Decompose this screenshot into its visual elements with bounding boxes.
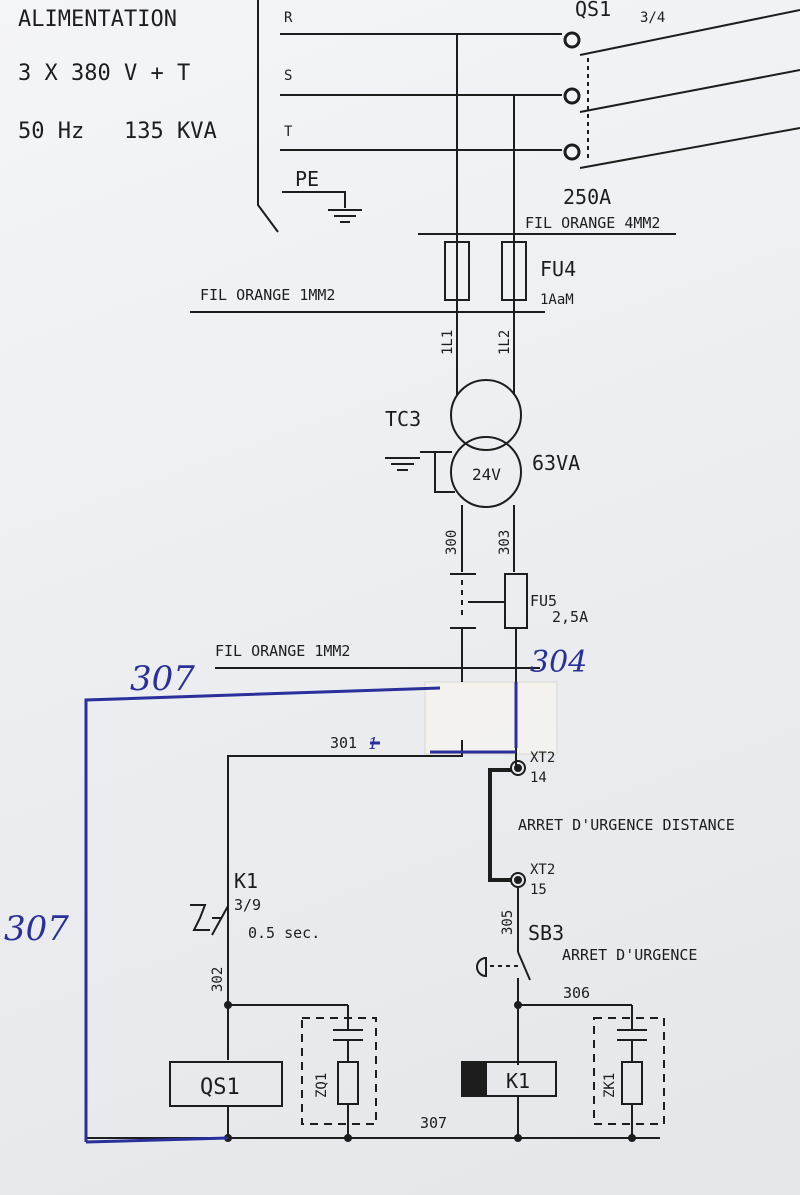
k1-coil-label: K1	[506, 1069, 530, 1093]
fu4-rating: 1AaM	[540, 292, 574, 308]
wire-1l1: 1L1	[440, 330, 456, 355]
qs1-blade-3	[579, 127, 800, 169]
zk1-resistor	[621, 1061, 643, 1105]
phase-t-label: T	[284, 124, 293, 140]
qs1-ref: QS1	[575, 0, 611, 21]
xt2-bot-ref: XT2	[530, 862, 555, 878]
supply-title: ALIMENTATION	[18, 7, 177, 32]
pen-1: 1	[368, 734, 378, 753]
zk1-label: ZK1	[602, 1073, 618, 1098]
k1-timer-ref: K1	[234, 869, 258, 893]
wire-303: 303	[497, 530, 513, 555]
k1-timer-contact	[211, 905, 229, 936]
zq1-resistor	[337, 1061, 359, 1105]
qs1-page: 3/4	[640, 10, 665, 26]
transformer-secondary	[450, 436, 522, 508]
wire-note-top: FIL ORANGE 4MM2	[525, 214, 660, 232]
supply-voltage: 3 X 380 V + T	[18, 61, 190, 86]
supply-bracket	[257, 0, 279, 233]
k1-timer-page: 3/9	[234, 896, 261, 914]
qs1-rating: 250A	[563, 185, 611, 209]
wire-307-printed: 307	[420, 1114, 447, 1132]
pe-line	[282, 191, 346, 208]
wire-1l2: 1L2	[497, 330, 513, 355]
qs1-coil-label: QS1	[200, 1075, 240, 1100]
fu4-ref: FU4	[540, 257, 576, 281]
wiring	[86, 0, 800, 1142]
zq1-dash-box	[301, 1017, 377, 1125]
wire-300: 300	[444, 530, 460, 555]
k1-timer-delay: 0.5 sec.	[248, 924, 320, 942]
qs1-coil	[169, 1061, 283, 1107]
pen-wire-307	[84, 686, 441, 1142]
remote-estop-label: ARRET D'URGENCE DISTANCE	[518, 816, 735, 834]
qs1-blade-2	[579, 69, 800, 113]
tc3-secondary: 24V	[472, 465, 501, 484]
sb3-contact	[517, 951, 531, 981]
transformer-primary	[450, 379, 522, 451]
tc3-power: 63VA	[532, 451, 580, 475]
wire-note-mid: FIL ORANGE 1MM2	[200, 286, 335, 304]
supply-power: 135 KVA	[124, 119, 217, 144]
phase-s-label: S	[284, 68, 292, 84]
wire-note-low: FIL ORANGE 1MM2	[215, 642, 350, 660]
pen-304: 304	[530, 645, 587, 680]
xt2-top-num: 14	[530, 770, 547, 786]
xt2-bot-num: 15	[530, 882, 547, 898]
qs1-blade-1	[579, 9, 800, 56]
wire-305: 305	[500, 910, 516, 935]
supply-frequency: 50 Hz	[18, 119, 84, 144]
zk1-dash-box	[593, 1017, 665, 1125]
pen-307-left: 307	[4, 909, 69, 949]
fu5-fuse	[504, 573, 528, 629]
pen-markings	[84, 682, 518, 1144]
pen-307-top: 307	[130, 659, 195, 699]
phase-r-label: R	[284, 10, 293, 26]
tape-patch	[424, 681, 558, 755]
fu5-ref: FU5	[530, 592, 557, 610]
zq1-label: ZQ1	[314, 1073, 330, 1098]
sb3-ref: SB3	[528, 921, 564, 945]
wire-301: 301	[330, 734, 357, 752]
xt2-top-ref: XT2	[530, 750, 555, 766]
sb3-label: ARRET D'URGENCE	[562, 946, 697, 964]
xt2-terminal-15	[510, 872, 526, 888]
xt2-terminal-14	[510, 760, 526, 776]
wire-306: 306	[563, 984, 590, 1002]
pe-label: PE	[295, 167, 319, 191]
tc3-ref: TC3	[385, 407, 421, 431]
fu5-rating: 2,5A	[552, 608, 588, 626]
wire-302: 302	[210, 967, 226, 992]
